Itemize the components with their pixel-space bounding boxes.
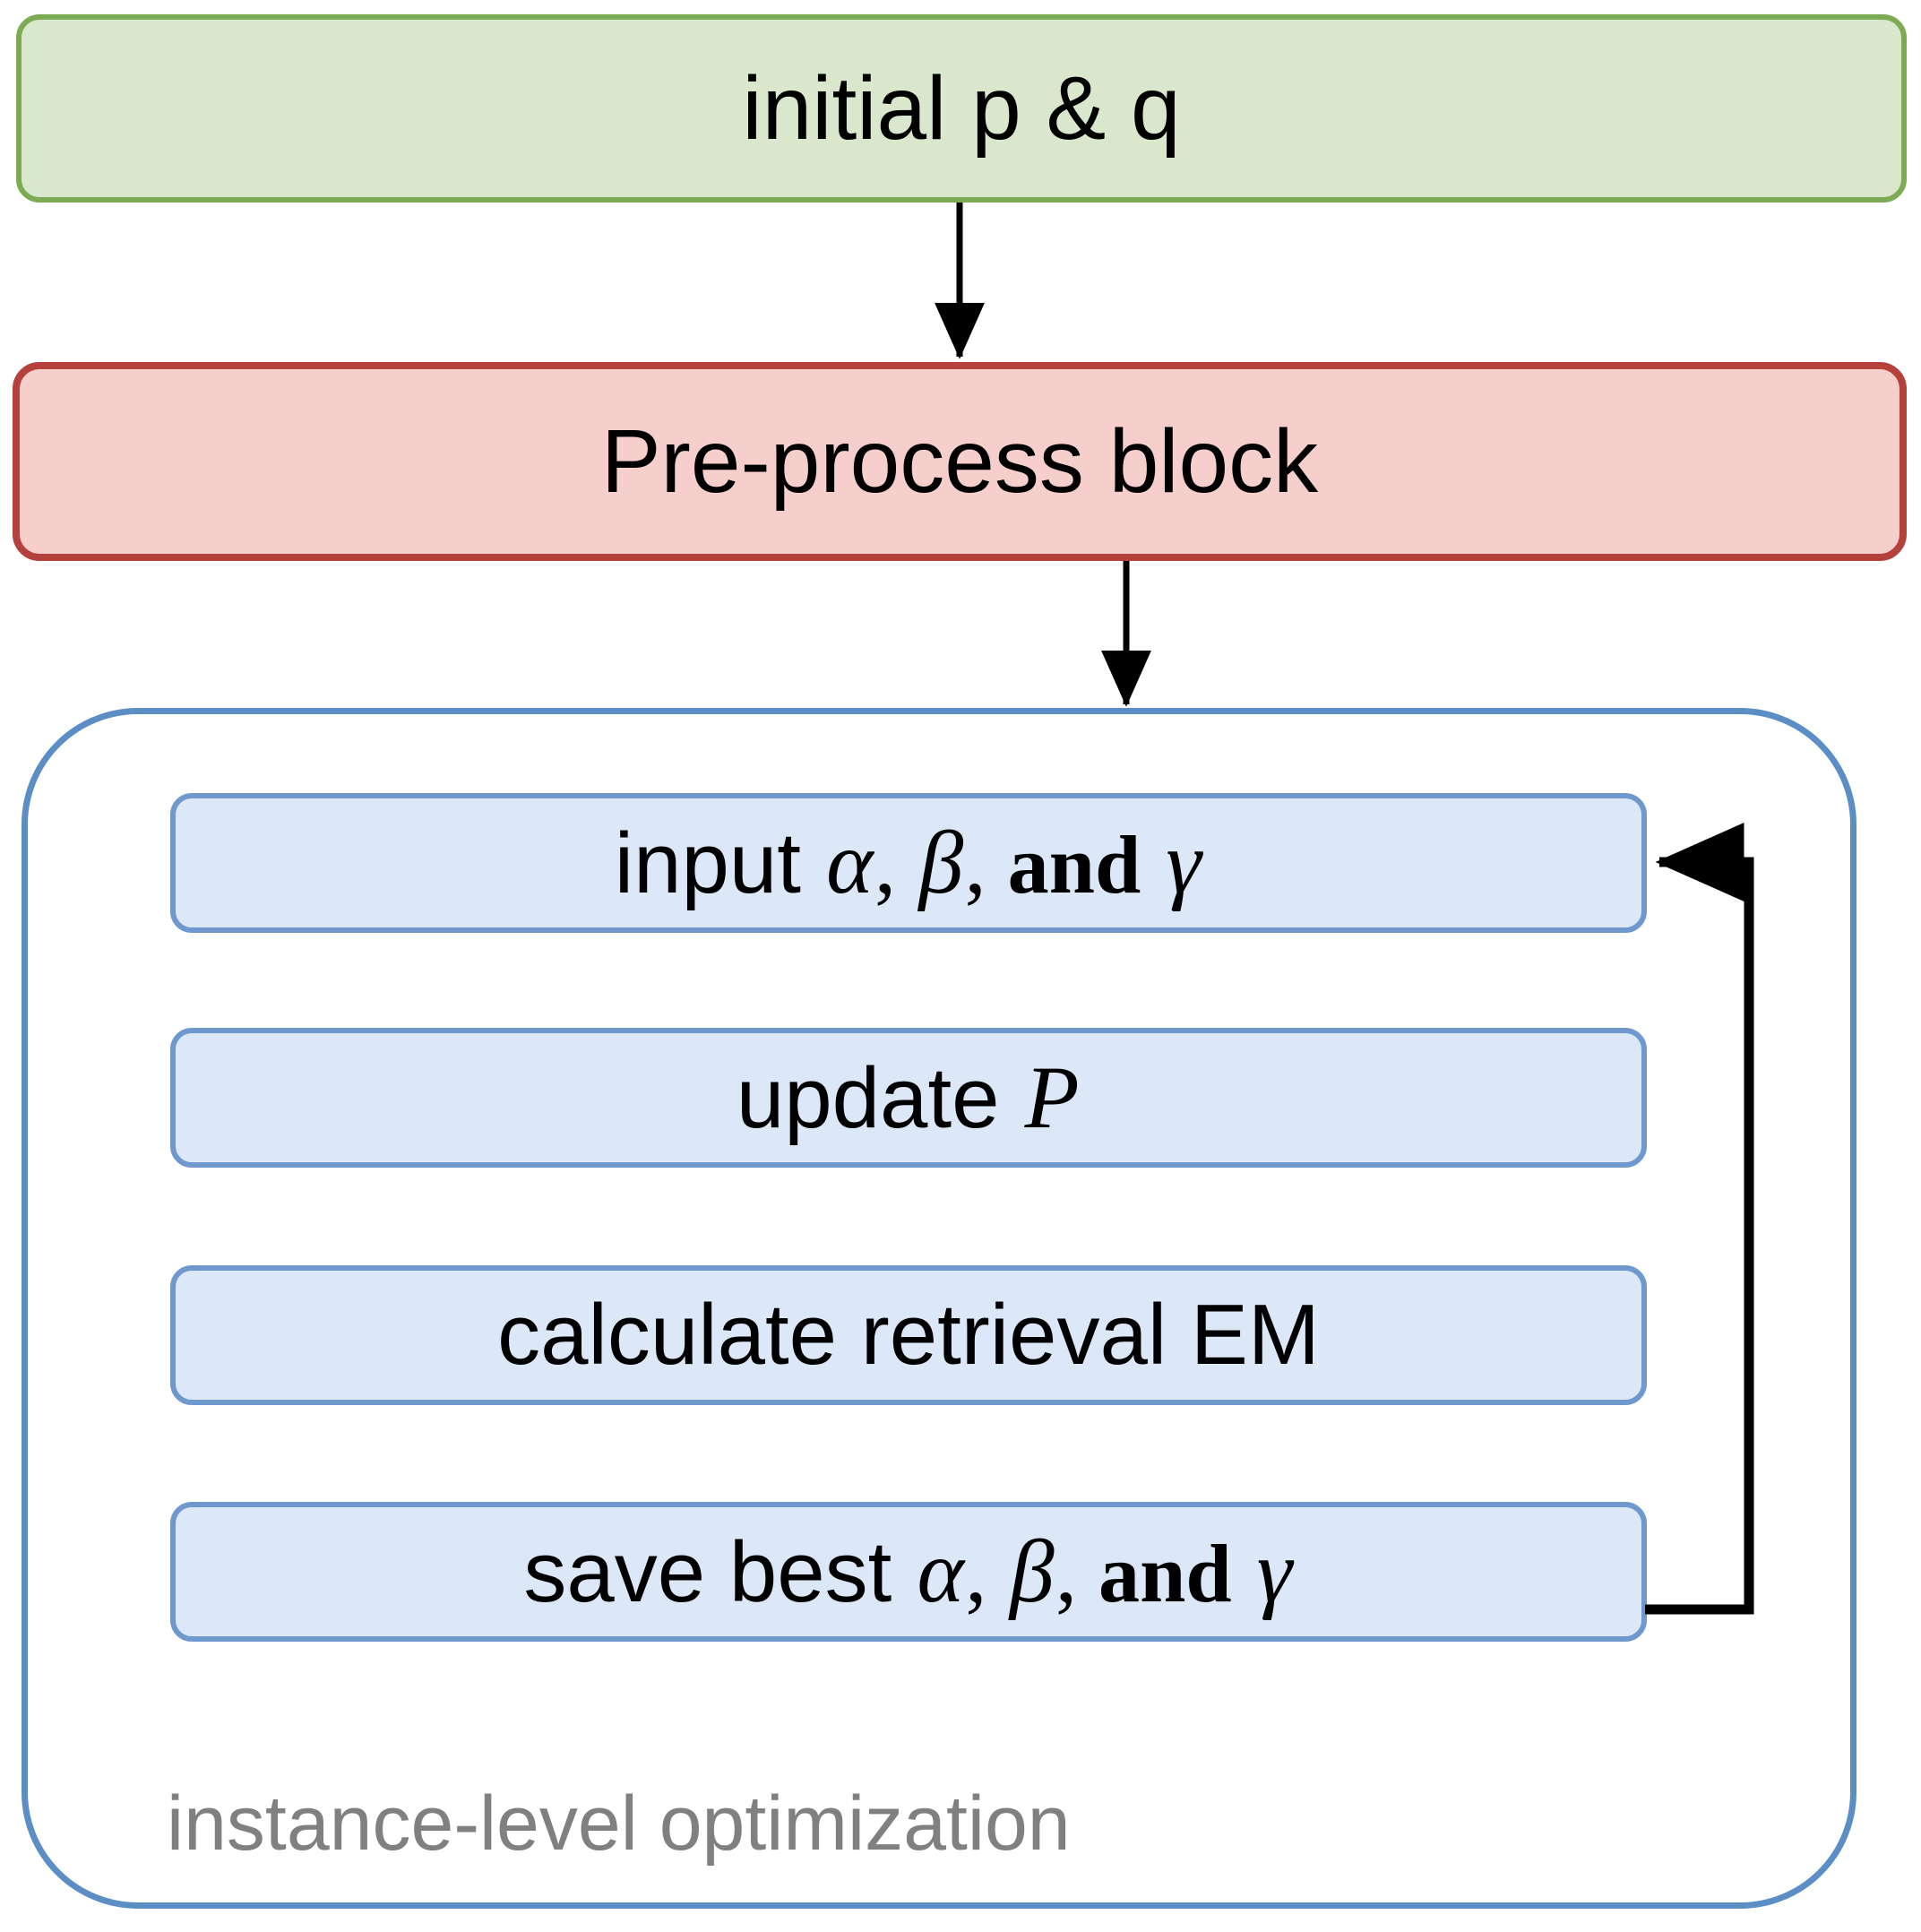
and-word: and xyxy=(1007,818,1141,910)
group-instance-level-optimization xyxy=(22,708,1856,1909)
comma-1: , xyxy=(874,815,917,911)
input-prefix: input xyxy=(614,815,825,911)
space-2 xyxy=(1232,1524,1256,1620)
and-word: and xyxy=(1098,1527,1232,1619)
node-initial-p-and-q[interactable]: initial p & q xyxy=(16,14,1907,203)
node-save-label: save best α, β, and γ xyxy=(523,1521,1293,1621)
gamma-symbol: γ xyxy=(1256,1521,1293,1621)
comma-1: , xyxy=(965,1523,1009,1620)
node-input-parameters[interactable]: input α, β, and γ xyxy=(170,793,1647,933)
alpha-symbol: α xyxy=(917,1521,964,1621)
comma-2: , xyxy=(964,815,1008,911)
node-update-p[interactable]: update P xyxy=(170,1028,1647,1168)
gamma-symbol: γ xyxy=(1166,812,1202,912)
space-1 xyxy=(1141,815,1165,911)
node-update-label: update P xyxy=(736,1047,1081,1147)
node-calculate-retrieval-em[interactable]: calculate retrieval EM xyxy=(170,1265,1647,1405)
node-save-best-parameters[interactable]: save best α, β, and γ xyxy=(170,1502,1647,1642)
update-prefix: update xyxy=(736,1049,1024,1146)
beta-symbol: β xyxy=(1009,1521,1055,1621)
node-initial-label: initial p & q xyxy=(742,57,1181,159)
beta-symbol: β xyxy=(918,812,964,912)
alpha-symbol: α xyxy=(826,812,874,912)
node-calculate-label: calculate retrieval EM xyxy=(497,1286,1320,1383)
p-symbol: P xyxy=(1024,1047,1080,1147)
node-input-label: input α, β, and γ xyxy=(614,812,1203,912)
save-prefix: save best xyxy=(523,1523,916,1620)
node-pre-process-block[interactable]: Pre-process block xyxy=(13,362,1907,561)
node-pre-process-label: Pre-process block xyxy=(600,410,1319,512)
group-label-instance-level-optimization: instance-level optimization xyxy=(167,1781,1071,1867)
comma-2: , xyxy=(1055,1523,1099,1620)
